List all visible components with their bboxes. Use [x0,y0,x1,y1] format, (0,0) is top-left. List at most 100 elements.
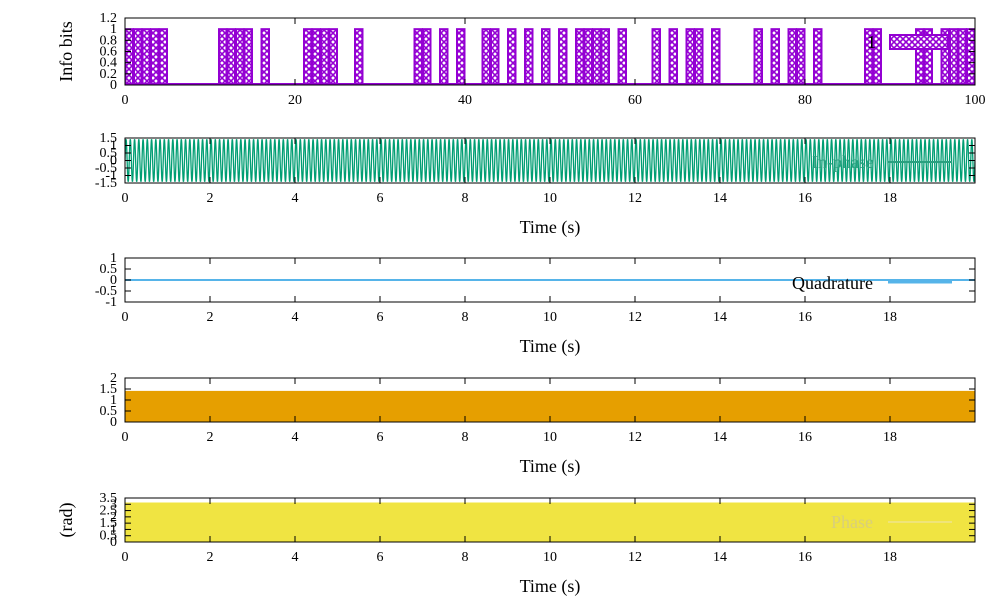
y-tick-label: 0 [110,154,117,169]
x-tick-label: 4 [292,191,299,206]
x-tick-label: 0 [122,93,129,108]
y-tick-label: -1 [105,169,117,184]
y-tick-label: 1.5 [100,131,118,146]
y-tick-label: 3 [110,497,117,512]
info-bit-bar [524,28,534,85]
y-axis-label: (rad) [56,503,77,538]
y-tick-label: 1.5 [100,516,118,531]
info-bit-bar [957,28,967,85]
y-tick-label: 1.2 [100,11,118,26]
info-bit-bar [796,28,806,85]
y-tick-label: 1 [110,139,117,154]
info-bit-bar [592,28,602,85]
x-tick-label: 14 [713,191,727,206]
info-bit-bar [481,28,491,85]
y-tick-label: 0.5 [100,404,118,419]
legend-label: In-phase [812,152,874,172]
x-tick-label: 0 [122,430,129,445]
x-tick-label: 8 [462,430,469,445]
y-tick-label: -0.5 [95,161,117,176]
info-bit-bar [787,28,797,85]
info-bit-bar [311,28,321,85]
info-bit-bar [413,28,423,85]
y-tick-label: 2 [110,510,117,525]
y-tick-label: 1 [110,393,117,408]
info-bit-bar [770,28,780,85]
info-bit-bar [507,28,517,85]
y-tick-label: 0.4 [100,56,118,71]
x-tick-label: 100 [965,93,986,108]
info-bit-bar [949,28,959,85]
y-tick-label: 2.5 [100,504,118,519]
info-bit-bar [558,28,568,85]
info-bit-bar [541,28,551,85]
x-tick-label: 4 [292,550,299,565]
x-tick-label: 4 [292,310,299,325]
y-tick-label: -0.5 [95,284,117,299]
y-tick-label: 0.5 [100,262,118,277]
x-tick-label: 0 [122,191,129,206]
info-bit-bar [813,28,823,85]
x-tick-label: 18 [883,310,897,325]
x-tick-label: 12 [628,550,642,565]
x-tick-label: 10 [543,430,557,445]
info-bit-bar [235,28,245,85]
legend-swatch [889,34,949,50]
info-bit-bar [320,28,330,85]
y-tick-label: 1 [110,251,117,266]
y-tick-label: 0.6 [100,45,118,60]
plot-area [125,139,975,182]
x-tick-label: 16 [798,310,812,325]
info-bit-bar [694,28,704,85]
y-tick-label: -1.5 [95,176,117,191]
info-bit-bar [422,28,432,85]
info-bit-bar [575,28,585,85]
legend-label: Quadrature [792,273,873,293]
info-bit-bar [303,28,313,85]
x-tick-label: 10 [543,191,557,206]
x-tick-label: 10 [543,310,557,325]
info-bit-bar [328,28,338,85]
x-tick-label: 8 [462,550,469,565]
y-tick-label: 0 [110,78,117,93]
info-bit-bar [226,28,236,85]
x-tick-label: 2 [207,191,214,206]
x-axis-label: Time (s) [520,576,581,597]
x-tick-label: 40 [458,93,472,108]
info-bit-bar [354,28,364,85]
x-axis-label: Time (s) [520,217,581,238]
x-tick-label: 18 [883,430,897,445]
x-tick-label: 80 [798,93,812,108]
x-tick-label: 16 [798,430,812,445]
info-bit-bar [439,28,449,85]
y-tick-label: 0 [110,535,117,550]
y-tick-label: 1 [110,522,117,537]
x-tick-label: 0 [122,550,129,565]
info-bit-bar [243,28,253,85]
legend-label: 1 [867,32,876,52]
x-tick-label: 12 [628,430,642,445]
x-tick-label: 10 [543,550,557,565]
x-tick-label: 2 [207,550,214,565]
x-tick-label: 14 [713,310,727,325]
x-tick-label: 12 [628,310,642,325]
info-bit-bar [711,28,721,85]
y-tick-label: 0 [110,273,117,288]
plot-area [125,28,975,85]
x-tick-label: 8 [462,191,469,206]
info-bit-bar [651,28,661,85]
info-bit-bar [218,28,228,85]
x-tick-label: 14 [713,430,727,445]
y-tick-label: 1 [110,22,117,37]
x-tick-label: 14 [713,550,727,565]
info-bit-bar [158,28,168,85]
x-axis-label: Time (s) [520,336,581,357]
info-bit-bar [141,28,151,85]
